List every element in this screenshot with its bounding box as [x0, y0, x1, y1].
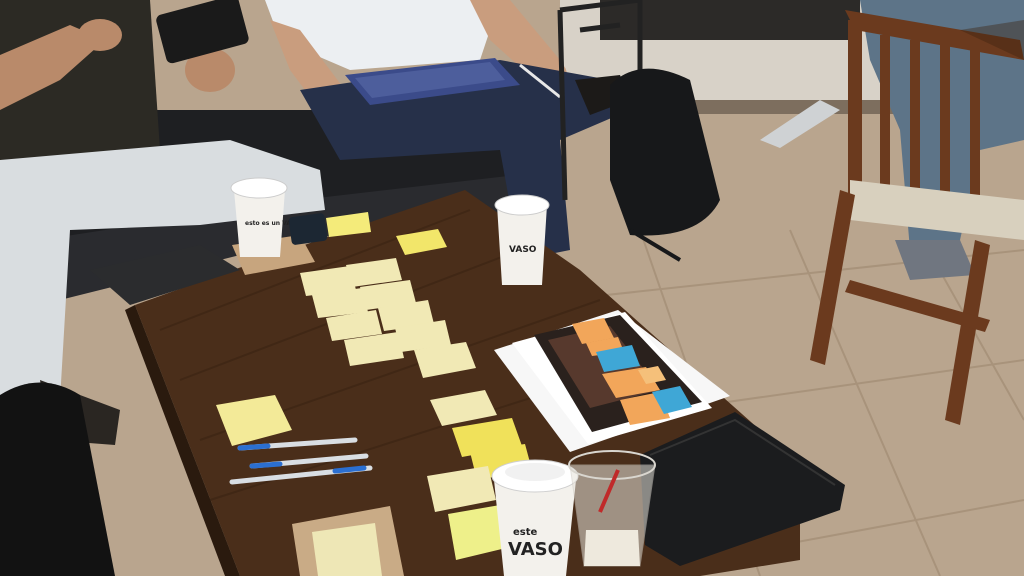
tablet-case-left [90, 245, 240, 305]
smartphone [156, 0, 249, 64]
sticky-note-bottom [312, 523, 382, 576]
front-cup-line2: VASO [508, 539, 563, 560]
sticky-note [216, 395, 292, 446]
bag-bottom-left [0, 382, 115, 576]
sticky-notes [216, 212, 532, 560]
backpack-strap [628, 228, 682, 262]
pen-in-hand [519, 63, 561, 99]
table-edge-shadow [125, 305, 240, 576]
sticky-note [312, 288, 368, 318]
sticky-note [414, 342, 476, 378]
person-left-hand-right [185, 48, 235, 92]
tablet-case-right [640, 412, 845, 566]
person-left-arm [0, 25, 105, 110]
print-sticky-blue [596, 345, 640, 372]
sticky-note [427, 466, 496, 512]
straw [598, 469, 620, 513]
back-coffee-cup: VASO [494, 194, 550, 285]
chrome-chair-base [760, 100, 840, 148]
phone-on-table [288, 213, 328, 245]
sticky-note [360, 280, 416, 310]
sticky-note [326, 212, 371, 237]
sticky-note [395, 320, 451, 352]
sticky-note [378, 300, 434, 331]
sticky-note [344, 332, 404, 366]
front-coffee-cup: este VASO [491, 459, 579, 576]
standing-person-shoe [895, 240, 975, 280]
wooden-chair [810, 10, 1024, 425]
blue-pen-cap [237, 443, 271, 451]
print-sticky-orange [638, 366, 666, 384]
tablet-case-edge [649, 418, 836, 486]
back-cup-brand: VASO [509, 245, 537, 255]
plastic-cup [568, 450, 656, 567]
laptop-keyboard [355, 62, 505, 98]
front-cup-line1: este [513, 527, 538, 538]
sticky-note [430, 390, 497, 426]
blue-pen-cap [332, 465, 367, 474]
printed-sheets [494, 310, 730, 452]
backpack [610, 68, 720, 236]
pens [229, 437, 373, 485]
small-cup-brand: esto es un VASO [245, 220, 300, 227]
person-middle-jeans [300, 60, 630, 260]
print-sticky-blue [652, 386, 692, 414]
sticky-note [396, 229, 447, 255]
print-sticky-orange [572, 318, 614, 344]
blue-pen-cap [249, 461, 283, 469]
window-strip [600, 0, 860, 40]
sticky-note [326, 310, 382, 341]
small-coffee-cup: esto es un VASO [230, 177, 300, 257]
person-middle-shirt [265, 0, 500, 70]
sticky-note [346, 258, 402, 287]
person-left-hand [78, 19, 122, 51]
sticky-note [448, 505, 506, 560]
sticky-note [300, 266, 356, 296]
